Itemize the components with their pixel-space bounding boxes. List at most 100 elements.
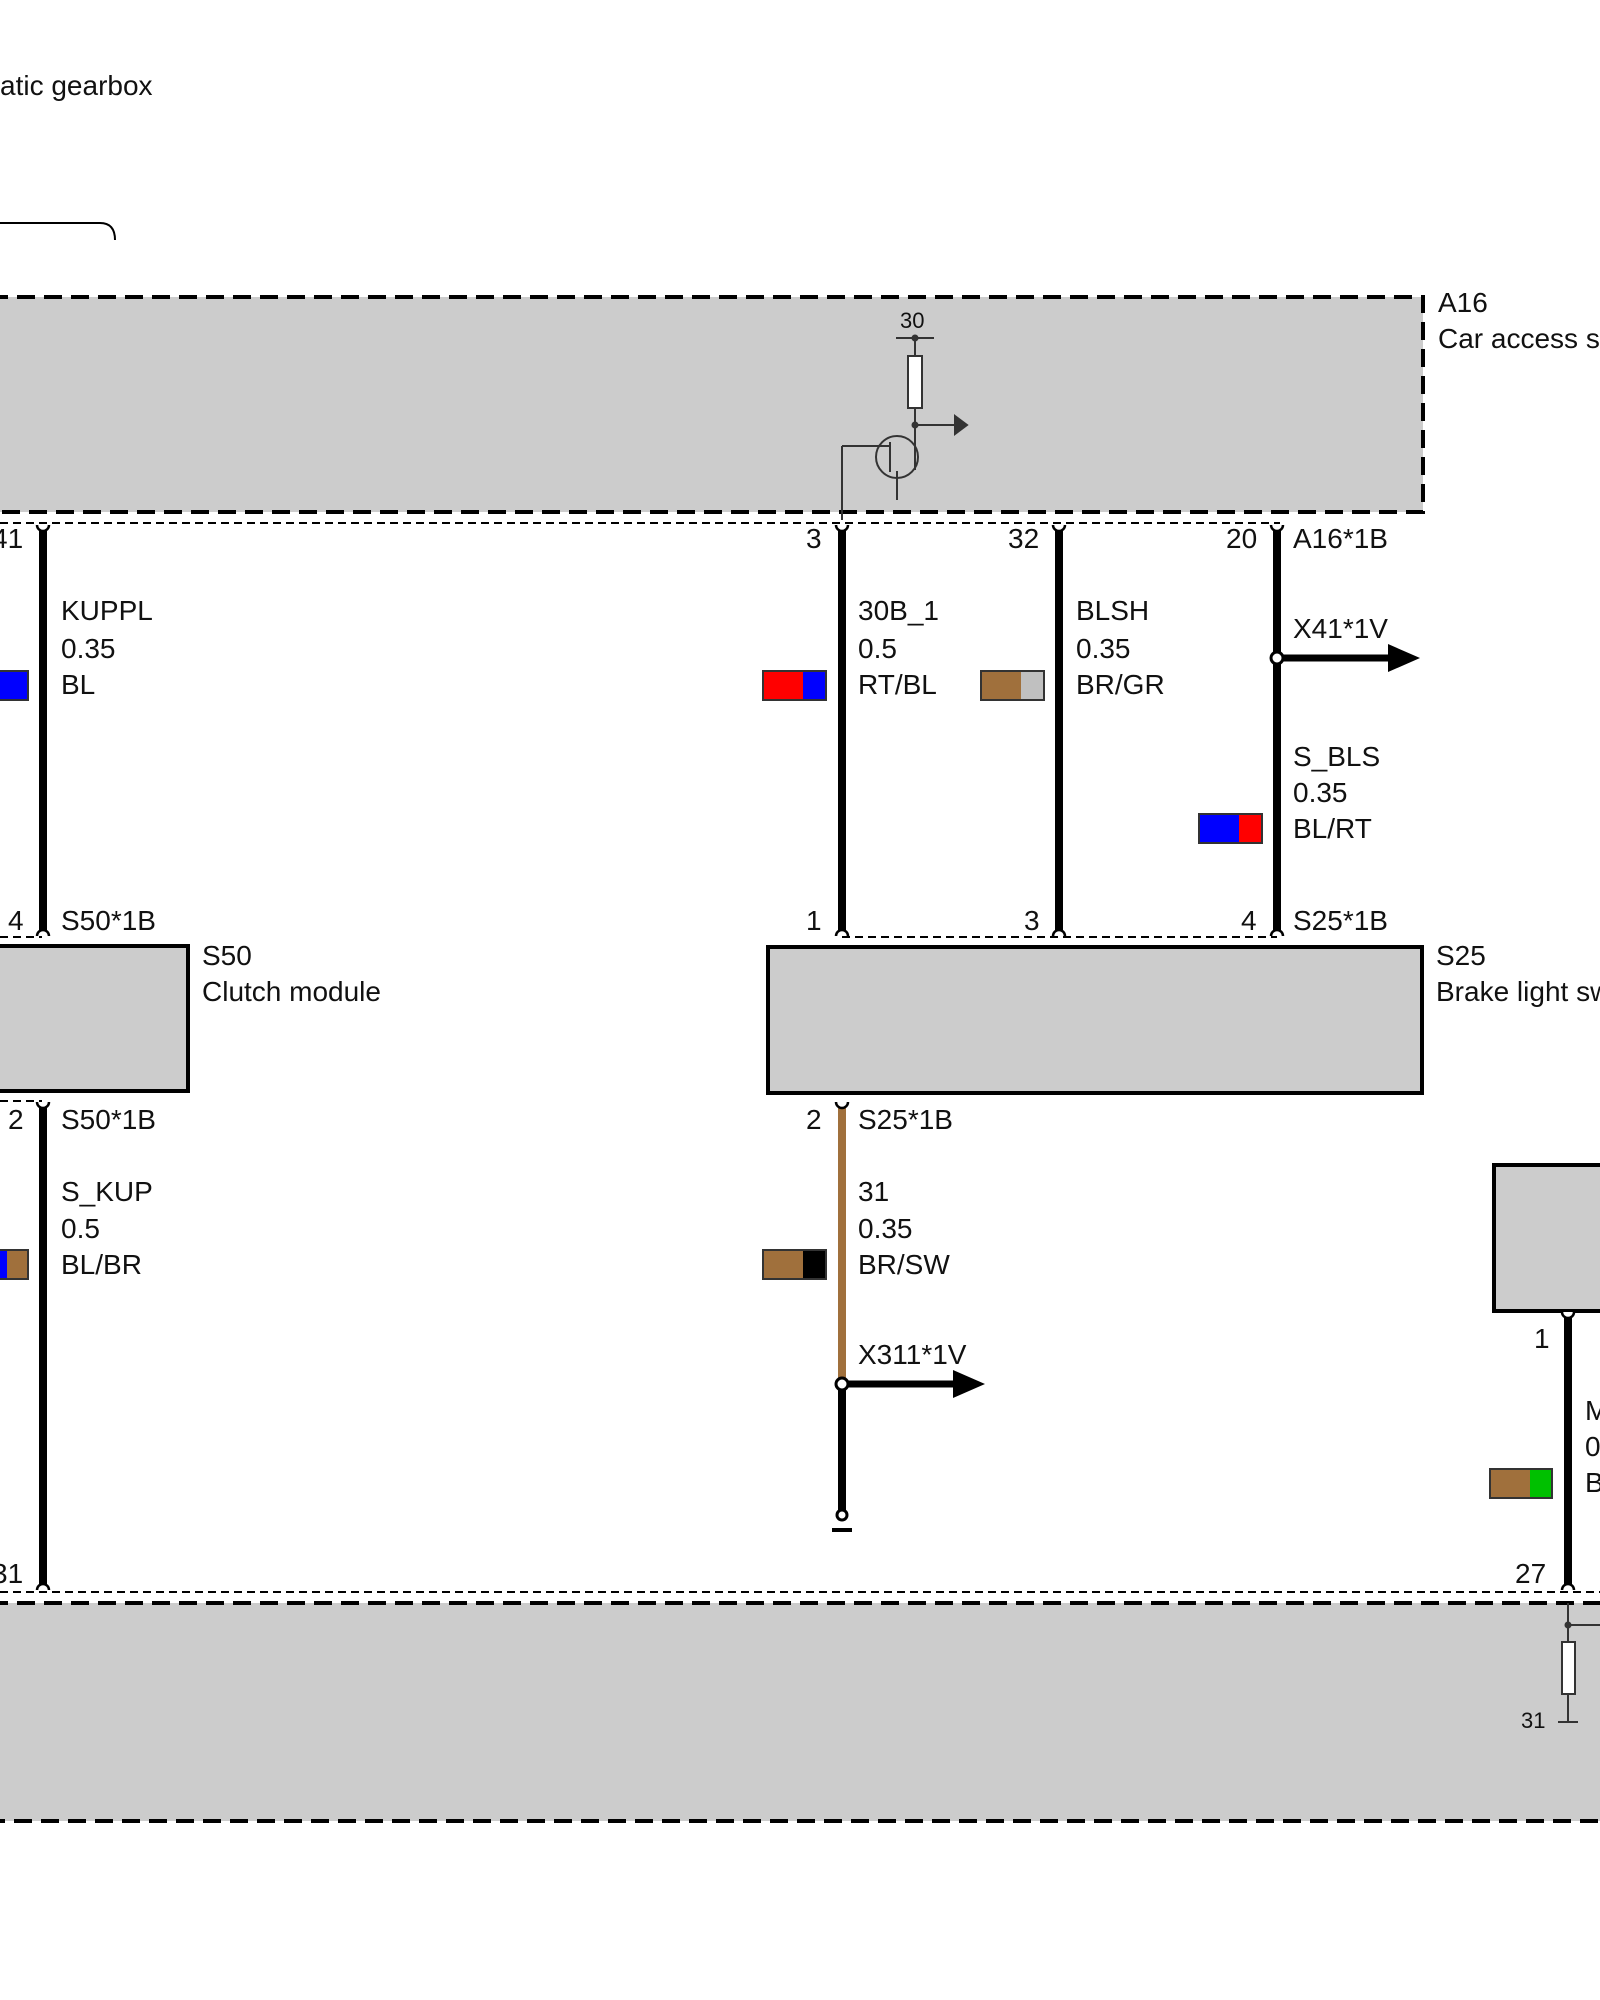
module-a16-name: Car access s bbox=[1438, 323, 1600, 354]
wire-color-code: BL bbox=[61, 669, 95, 700]
wire-gauge: 0.35 bbox=[858, 1213, 913, 1244]
transistor-switch bbox=[841, 337, 969, 520]
swatch-outline bbox=[762, 1249, 827, 1280]
module-s25-name: Brake light sw bbox=[1436, 976, 1600, 1007]
connection-x41: X41*1V bbox=[1269, 613, 1420, 672]
module-s25-body bbox=[766, 945, 1424, 1095]
splice-point bbox=[834, 1376, 850, 1392]
module-a16: 30 A16 Car access s bbox=[0, 287, 1600, 524]
swatch-color-2 bbox=[7, 1250, 28, 1279]
wire-label-mr: M 0 B bbox=[1585, 1395, 1600, 1498]
module-a16-body bbox=[0, 295, 1425, 514]
connection-x311: X311*1V bbox=[834, 1339, 985, 1398]
swatch-outline bbox=[0, 1249, 29, 1280]
wire-label-kuppl: KUPPL 0.35 BL bbox=[61, 595, 153, 700]
pin-label: 1 bbox=[806, 905, 822, 936]
wire-signal: S_KUP bbox=[61, 1176, 153, 1207]
connector-label: S50*1B bbox=[61, 905, 156, 936]
wire-color-code: BR/GR bbox=[1076, 669, 1165, 700]
swatch-color-1 bbox=[763, 671, 803, 700]
wire-label-31: 31 0.35 BR/SW bbox=[858, 1176, 950, 1280]
ground-label-31: 31 bbox=[1521, 1708, 1545, 1733]
wire-signal: 30B_1 bbox=[858, 595, 939, 626]
pullup-resistor bbox=[1558, 1603, 1600, 1723]
connector-label: S25*1B bbox=[858, 1104, 953, 1135]
pin-label: 3 bbox=[1024, 905, 1040, 936]
header-bracket bbox=[0, 222, 116, 241]
internal-node bbox=[1564, 1621, 1572, 1629]
swatch-color-2 bbox=[803, 671, 826, 700]
wire-signal: M bbox=[1585, 1395, 1600, 1426]
swatch-color-1 bbox=[763, 1250, 803, 1279]
pin-label: 2 bbox=[8, 1104, 24, 1135]
swatch-blsh bbox=[980, 670, 1045, 701]
wire-label-blsh: BLSH 0.35 BR/GR bbox=[1076, 595, 1165, 700]
arrow-head-icon bbox=[1388, 644, 1420, 672]
swatch-30b1 bbox=[762, 670, 827, 701]
internal-node bbox=[911, 421, 919, 429]
wire-signal: BLSH bbox=[1076, 595, 1149, 626]
wire-label-sbls: S_BLS 0.35 BL/RT bbox=[1293, 741, 1380, 844]
module-right-partial bbox=[1492, 1163, 1600, 1313]
wire-signal: S_BLS bbox=[1293, 741, 1380, 772]
swatch-outline bbox=[1198, 813, 1263, 844]
wire-gauge: 0.35 bbox=[1076, 633, 1131, 664]
swatch-kuppl bbox=[0, 670, 29, 701]
pin-label: 27 bbox=[1515, 1558, 1546, 1589]
pin-label: 4 bbox=[1241, 905, 1257, 936]
module-a16-id: A16 bbox=[1438, 287, 1488, 318]
wire-label-30b1: 30B_1 0.5 RT/BL bbox=[858, 595, 939, 700]
wire-color-code: B bbox=[1585, 1467, 1600, 1498]
wire-end-terminal bbox=[835, 1508, 849, 1522]
swatch-outline bbox=[1489, 1468, 1553, 1499]
swatch-outline bbox=[762, 670, 827, 701]
module-s25-id: S25 bbox=[1436, 940, 1486, 971]
wire-color-code: BR/SW bbox=[858, 1249, 950, 1280]
wire-gauge: 0.35 bbox=[1293, 777, 1348, 808]
wire-gauge: 0.5 bbox=[858, 633, 897, 664]
pin-label: 3 bbox=[806, 523, 822, 554]
module-s50: S50 Clutch module bbox=[0, 936, 381, 1102]
module-bottom-body bbox=[0, 1601, 1600, 1823]
module-s50-id: S50 bbox=[202, 940, 252, 971]
wire-signal: 31 bbox=[858, 1176, 889, 1207]
swatch-color-2 bbox=[1530, 1469, 1552, 1498]
connector-label: S25*1B bbox=[1293, 905, 1388, 936]
pin-label: 32 bbox=[1008, 523, 1039, 554]
pin-label: 41 bbox=[0, 523, 23, 554]
swatch-color-1 bbox=[1490, 1469, 1530, 1498]
pin-label: 20 bbox=[1226, 523, 1257, 554]
pin-label: 2 bbox=[806, 1104, 822, 1135]
swatch-color-1 bbox=[0, 1250, 7, 1279]
supply-label-30: 30 bbox=[900, 308, 924, 333]
arrow-head-icon bbox=[953, 1370, 985, 1398]
module-s25: S25 Brake light sw bbox=[766, 936, 1600, 1095]
swatch-color-2 bbox=[803, 1250, 826, 1279]
module-s50-body bbox=[0, 944, 190, 1093]
swatch-mr bbox=[1489, 1468, 1553, 1499]
connection-x41-label: X41*1V bbox=[1293, 613, 1388, 644]
module-s50-name: Clutch module bbox=[202, 976, 381, 1007]
swatch-color-2 bbox=[1021, 671, 1044, 700]
swatch-color-1 bbox=[981, 671, 1021, 700]
wire-label-skup: S_KUP 0.5 BL/BR bbox=[61, 1176, 153, 1280]
pin-terminals bbox=[35, 524, 1576, 1591]
connector-label: A16*1B bbox=[1293, 523, 1388, 554]
swatch-color-2 bbox=[1239, 814, 1262, 843]
wire-gauge: 0.35 bbox=[61, 633, 116, 664]
wire-color-code: BL/RT bbox=[1293, 813, 1372, 844]
swatch-31 bbox=[762, 1249, 827, 1280]
wire-color-code: RT/BL bbox=[858, 669, 937, 700]
wire-color-code: BL/BR bbox=[61, 1249, 142, 1280]
pin-label: 1 bbox=[1534, 1323, 1550, 1354]
wire-gauge: 0 bbox=[1585, 1431, 1600, 1462]
swatch-outline bbox=[0, 670, 29, 701]
pin-label: 31 bbox=[0, 1558, 23, 1589]
connection-x311-label: X311*1V bbox=[858, 1339, 967, 1370]
splice-point bbox=[1269, 650, 1285, 666]
swatch-outline bbox=[980, 670, 1045, 701]
wire-gauge: 0.5 bbox=[61, 1213, 100, 1244]
swatch-skup bbox=[0, 1249, 29, 1280]
pin-label: 4 bbox=[8, 905, 24, 936]
